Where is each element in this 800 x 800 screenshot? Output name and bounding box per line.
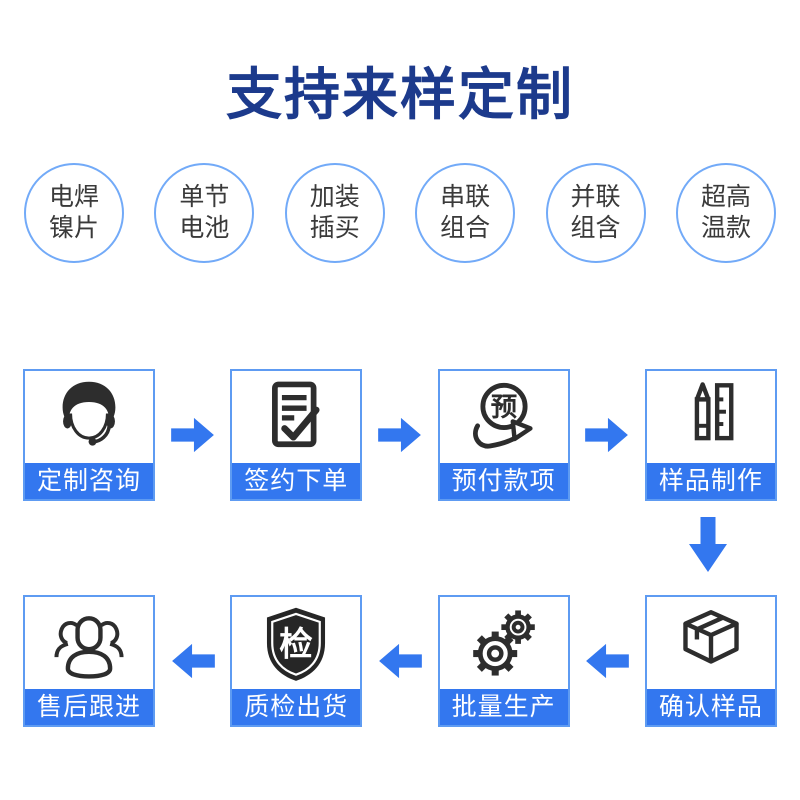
step-sign-order: 签约下单 <box>230 369 363 501</box>
inspect-glyph: 检 <box>280 626 314 663</box>
flow-row-1: 定制咨询 签约下单 预 <box>23 369 777 501</box>
arrow-right-icon <box>585 417 629 453</box>
step-label: 预付款项 <box>439 463 568 499</box>
feature-circle-add-plug: 加装 插买 <box>284 163 385 263</box>
feature-line: 温款 <box>700 214 751 242</box>
feature-circle-parallel: 并联 组含 <box>545 163 646 263</box>
feature-line: 电焊 <box>48 183 99 211</box>
step-label: 质检出货 <box>232 689 361 725</box>
feature-line: 单节 <box>179 183 230 211</box>
feature-circle-series: 串联 组合 <box>415 163 516 263</box>
contract-icon <box>272 381 320 448</box>
pencil-ruler-icon <box>694 382 734 441</box>
feature-line: 串联 <box>440 183 491 211</box>
feature-circle-weld-nickel: 电焊 镍片 <box>24 163 124 263</box>
step-sign-order-icon-area <box>232 371 361 463</box>
step-label: 确认样品 <box>646 689 775 725</box>
step-quality-check: 检 质检出货 <box>230 595 363 727</box>
arrow-left-icon <box>379 643 422 679</box>
step-prepay: 预 预付款项 <box>437 369 570 501</box>
inspection-shield-icon: 检 <box>267 607 326 681</box>
arrow-left-icon <box>586 643 630 679</box>
feature-line: 加装 <box>309 183 360 211</box>
step-label: 售后跟进 <box>25 689 153 725</box>
step-mass-production-icon-area <box>439 597 568 689</box>
arrow-left-icon <box>171 643 215 679</box>
people-icon <box>54 616 124 679</box>
step-label: 批量生产 <box>439 689 568 725</box>
arrow-right-icon <box>378 417 421 453</box>
arrow-right-icon <box>170 417 214 453</box>
step-consult-icon-area <box>25 371 153 463</box>
feature-line: 插买 <box>309 214 360 242</box>
step-label: 样品制作 <box>646 463 775 499</box>
feature-line: 组含 <box>570 214 621 242</box>
step-mass-production: 批量生产 <box>437 595 570 727</box>
feature-circles: 电焊 镍片 单节 电池 加装 插买 串联 组合 并联 组含 超高 温款 <box>24 163 776 263</box>
step-quality-check-icon-area: 检 <box>232 597 361 689</box>
step-prepay-icon-area: 预 <box>439 371 568 463</box>
feature-circle-high-temp: 超高 温款 <box>675 163 776 263</box>
step-sample-making: 样品制作 <box>644 369 777 501</box>
step-confirm-sample-icon-area <box>646 597 775 689</box>
prepay-hand-icon: 预 <box>472 382 533 449</box>
page-title: 支持来样定制 <box>226 63 574 126</box>
feature-line: 电池 <box>179 214 230 242</box>
step-sample-making-icon-area <box>646 371 775 463</box>
step-label: 签约下单 <box>232 463 361 499</box>
flow-row-2: 售后跟进 检 质检出货 <box>23 595 777 727</box>
customer-service-icon <box>62 381 116 446</box>
step-after-sales-icon-area <box>25 597 153 689</box>
package-box-icon <box>683 610 739 664</box>
feature-line: 并联 <box>570 183 621 211</box>
feature-line: 镍片 <box>48 214 99 242</box>
arrow-down-icon <box>689 517 727 572</box>
feature-line: 组合 <box>440 214 491 242</box>
feature-circle-single-cell: 单节 电池 <box>154 163 255 263</box>
step-label: 定制咨询 <box>25 463 153 499</box>
step-after-sales: 售后跟进 <box>23 595 155 727</box>
step-consult: 定制咨询 <box>23 369 155 501</box>
feature-line: 超高 <box>700 183 751 211</box>
gears-icon <box>472 610 535 676</box>
prepay-glyph: 预 <box>490 392 516 422</box>
step-confirm-sample: 确认样品 <box>644 595 777 727</box>
